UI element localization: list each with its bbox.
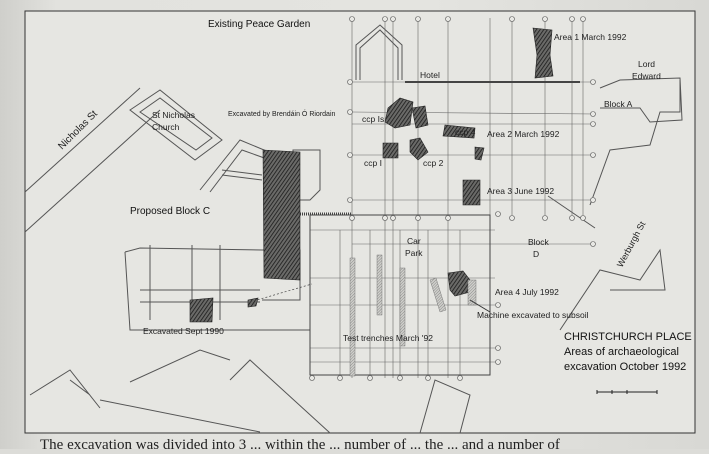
label-area-3: Area 3 June 1992 [487,186,554,196]
test-trenches [349,254,477,377]
leader-line [249,283,313,303]
label-ccp-is: ccp Is [362,114,384,124]
label-proposed-block-c: Proposed Block C [130,206,210,217]
label-area-4: Area 4 July 1992 [495,287,559,297]
label-ccp-i: ccp I [364,158,382,168]
label-car: Car [407,236,421,246]
label-area-2: Area 2 March 1992 [487,129,560,139]
label-d: D [533,249,539,259]
label-ccp-4: ccp 4 [455,127,476,137]
label-excavated-1990: Excavated Sept 1990 [143,326,224,336]
label-ccp-2: ccp 2 [423,158,444,168]
leader-line [469,299,491,313]
car-park-boundary [309,214,491,376]
label-lord: Lord [638,59,655,69]
map-frame [24,10,696,434]
label-machine-excavated: Machine excavated to subsoil [477,310,589,320]
scale-bar [596,390,658,394]
label-block-a: Block A [604,99,633,109]
label-test-trenches: Test trenches March '92 [343,333,433,343]
map-subtitle-1: Areas of archaeological [564,346,679,358]
label-st-nicholas: St Nicholas [152,110,195,120]
grid-markers [309,16,596,381]
label-peace-garden: Existing Peace Garden [208,19,310,30]
map-subtitle-2: excavation October 1992 [564,361,686,373]
map-title: CHRISTCHURCH PLACE [564,331,692,343]
building-outline [355,24,403,80]
label-area-1: Area 1 March 1992 [554,32,627,42]
label-excavated-by: Excavated by Brendáin Ó Riordain [228,109,335,118]
book-body-text: The excavation was divided into 3 ... wi… [40,437,560,453]
excavated-areas [189,27,554,323]
label-park: Park [405,248,423,258]
label-hotel: Hotel [420,70,440,80]
label-block: Block [528,237,550,247]
label-edward: Edward [632,71,661,81]
label-church: Church [152,122,180,132]
